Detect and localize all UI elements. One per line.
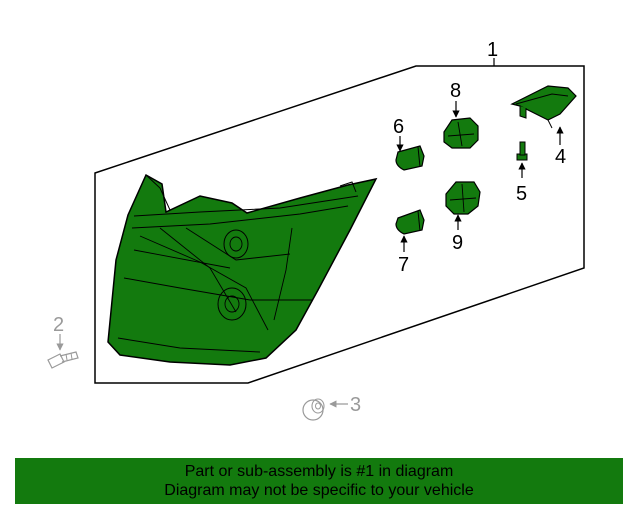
footer-banner: Part or sub-assembly is #1 in diagram Di… bbox=[15, 458, 623, 504]
callout-8: 8 bbox=[450, 80, 461, 102]
tail-lamp-assembly[interactable] bbox=[107, 173, 378, 366]
callout-3: 3 bbox=[350, 394, 361, 416]
footer-line-2: Diagram may not be specific to your vehi… bbox=[164, 482, 474, 499]
bracket-4[interactable] bbox=[510, 85, 577, 129]
nut-3[interactable] bbox=[302, 398, 325, 421]
socket-9[interactable] bbox=[445, 181, 481, 215]
screw-5[interactable] bbox=[516, 141, 528, 161]
footer-line-1: Part or sub-assembly is #1 in diagram bbox=[184, 463, 454, 480]
callout-1: 1 bbox=[487, 39, 498, 61]
callout-9: 9 bbox=[452, 232, 463, 254]
socket-8[interactable] bbox=[443, 117, 479, 149]
callout-2: 2 bbox=[53, 314, 64, 336]
bulb-7[interactable] bbox=[395, 209, 425, 235]
callout-6: 6 bbox=[393, 116, 404, 138]
bolt-2[interactable] bbox=[47, 351, 79, 369]
callout-4: 4 bbox=[555, 146, 566, 168]
callout-5: 5 bbox=[516, 183, 527, 205]
bulb-6[interactable] bbox=[395, 145, 425, 171]
callout-7: 7 bbox=[398, 254, 409, 276]
